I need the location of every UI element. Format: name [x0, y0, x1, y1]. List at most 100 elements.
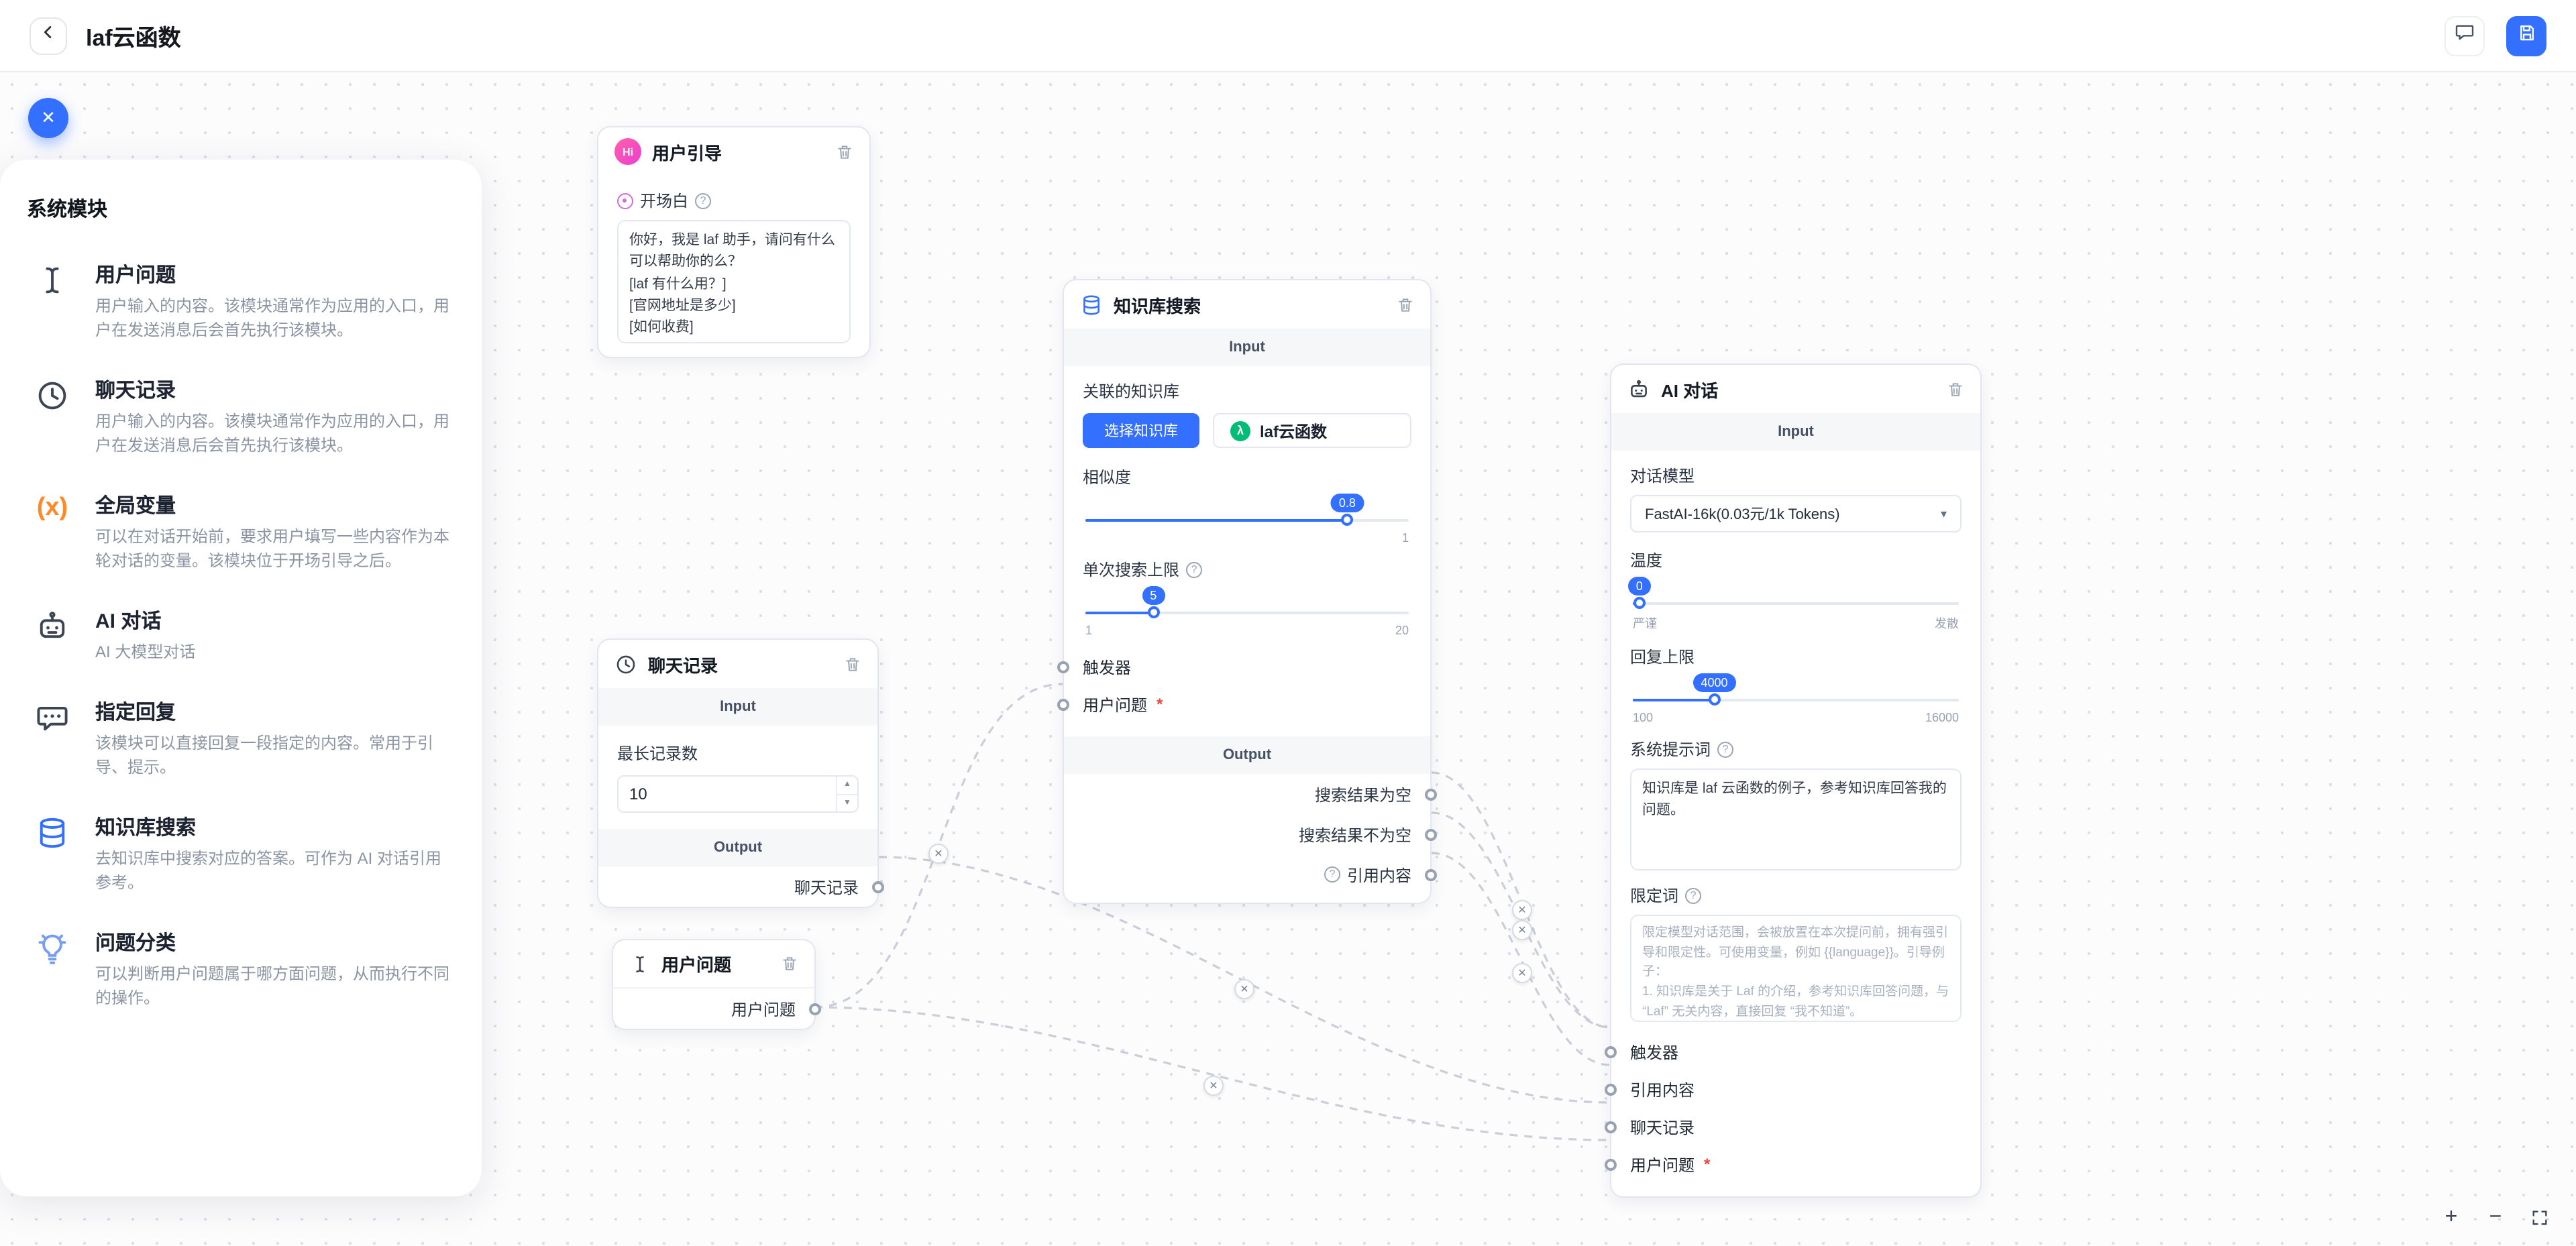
palette-item-kb-search[interactable]: 知识库搜索 去知识库中搜索对应的答案。可作为 AI 对话引用参考。	[27, 813, 455, 895]
palette-item-desc: 可以在对话开始前，要求用户填写一些内容作为本轮对话的变量。该模块位于开场引导之后…	[95, 527, 450, 570]
dataset-tag[interactable]: λ laf云函数	[1213, 413, 1411, 448]
slider-knob[interactable]	[1341, 514, 1354, 526]
slider-min-label: 1	[1085, 624, 1093, 637]
edge-delete-button[interactable]: ✕	[1203, 1076, 1224, 1096]
back-button[interactable]	[30, 17, 67, 54]
zoom-in-button[interactable]: +	[2445, 1206, 2458, 1229]
qualifier-textarea[interactable]	[1630, 915, 1962, 1022]
target-handle[interactable]	[1605, 1121, 1617, 1133]
close-palette-button[interactable]: ✕	[28, 98, 68, 138]
close-icon: ✕	[1517, 924, 1527, 936]
variable-icon: (x)	[36, 494, 68, 522]
required-mark: *	[1704, 1155, 1711, 1174]
palette-item-chat-history[interactable]: 聊天记录 用户输入的内容。该模块通常作为应用的入口，用户在发送消息后会首先执行该…	[27, 376, 455, 457]
node-ai-chat[interactable]: AI 对话 Input 对话模型 FastAI-16k(0.03元/1k Tok…	[1605, 363, 1982, 1198]
node-header: 聊天记录	[598, 640, 877, 688]
target-handle[interactable]	[1605, 1045, 1617, 1058]
node-header: 用户问题	[613, 940, 814, 988]
similarity-slider[interactable]: 0.8	[1085, 494, 1409, 527]
info-icon[interactable]: ?	[1717, 741, 1734, 757]
info-icon[interactable]: ?	[1685, 887, 1702, 903]
palette-item-question-classify[interactable]: 问题分类 可以判断用户问题属于哪方面问题，从而执行不同的操作。	[27, 928, 455, 1010]
target-handle[interactable]	[1605, 1083, 1617, 1095]
target-handle[interactable]	[1057, 698, 1069, 710]
select-dataset-button[interactable]: 选择知识库	[1083, 413, 1199, 448]
step-up-icon[interactable]: ▲	[837, 777, 857, 795]
model-label: 对话模型	[1630, 467, 1695, 486]
palette-title: 系统模块	[27, 199, 108, 221]
node-kb-search[interactable]: 知识库搜索 Input 关联的知识库 选择知识库 λ laf云函数 相似度 0.…	[1057, 279, 1437, 904]
trash-icon[interactable]	[836, 143, 853, 160]
top-bar: laf云函数	[0, 0, 2576, 72]
temperature-slider[interactable]: 0	[1627, 577, 1959, 610]
output-label: 聊天记录	[794, 878, 859, 897]
palette-item-name: 用户问题	[95, 264, 176, 287]
source-handle[interactable]	[1425, 868, 1437, 881]
edge-delete-button[interactable]: ✕	[928, 844, 949, 864]
node-chat-history[interactable]: 聊天记录 Input 最长记录数 ▲ ▼ Output 聊天记录	[597, 638, 884, 908]
slider-max-label: 1	[1401, 531, 1409, 545]
palette-item-user-question[interactable]: 用户问题 用户输入的内容。该模块通常作为应用的入口，用户在发送消息后会首先执行该…	[27, 260, 455, 342]
reply-limit-slider[interactable]: 4000	[1633, 673, 1959, 707]
slider-value-badge: 4000	[1693, 673, 1736, 692]
slider-max-label: 发散	[1934, 617, 1959, 630]
source-handle[interactable]	[1425, 828, 1437, 840]
palette-item-ai-chat[interactable]: AI 对话 AI 大模型对话	[27, 606, 455, 664]
chevron-left-icon	[39, 23, 58, 48]
output-section-header: Output	[598, 829, 877, 866]
bulb-icon	[27, 928, 78, 1010]
info-icon[interactable]: ?	[1186, 561, 1203, 577]
palette-item-name: 聊天记录	[95, 380, 176, 402]
node-user-question[interactable]: 用户问题 用户问题	[612, 939, 821, 1030]
source-handle[interactable]	[809, 1003, 821, 1015]
similarity-label: 相似度	[1083, 468, 1132, 487]
fit-view-button[interactable]	[2528, 1206, 2552, 1230]
model-select[interactable]: FastAI-16k(0.03元/1k Tokens) ▾	[1630, 495, 1962, 532]
palette-item-fixed-reply[interactable]: 指定回复 该模块可以直接回复一段指定的内容。常用于引导、提示。	[27, 697, 455, 779]
output-row-search-not-empty: 搜索结果不为空	[1064, 814, 1437, 854]
edge-delete-button[interactable]: ✕	[1512, 920, 1532, 940]
input-section-header: Input	[598, 688, 877, 726]
output-section-header: Output	[1064, 736, 1430, 774]
feedback-button[interactable]	[2445, 15, 2485, 56]
source-handle[interactable]	[872, 881, 884, 893]
target-handle[interactable]	[1057, 661, 1069, 673]
edge-delete-button[interactable]: ✕	[1234, 979, 1254, 999]
number-input[interactable]	[619, 777, 836, 811]
zoom-out-button[interactable]: −	[2489, 1206, 2502, 1229]
robot-icon	[27, 606, 78, 664]
target-handle[interactable]	[1605, 1158, 1617, 1170]
slider-max-label: 16000	[1925, 711, 1959, 724]
input-label: 用户问题	[1083, 695, 1148, 714]
palette-item-desc: AI 大模型对话	[95, 642, 196, 661]
slider-knob[interactable]	[1633, 597, 1646, 609]
info-icon[interactable]: ?	[695, 192, 712, 209]
source-handle[interactable]	[1425, 788, 1437, 800]
welcome-textarea[interactable]: 你好，我是 laf 助手，请问有什么可以帮助你的么？ [laf 有什么用？] […	[617, 220, 851, 343]
edge-delete-button[interactable]: ✕	[1512, 900, 1532, 920]
trash-icon[interactable]	[1947, 380, 1964, 398]
node-title: 用户引导	[652, 143, 722, 163]
trash-icon[interactable]	[1397, 296, 1414, 313]
slider-knob[interactable]	[1708, 693, 1721, 705]
input-label: 用户问题	[1630, 1155, 1695, 1174]
output-row-user-question: 用户问题	[613, 988, 821, 1029]
info-icon[interactable]: ?	[1324, 866, 1340, 883]
trash-icon[interactable]	[844, 655, 861, 673]
node-title: 知识库搜索	[1114, 296, 1201, 316]
slider-knob[interactable]	[1147, 606, 1160, 618]
robot-icon	[1627, 378, 1650, 400]
node-user-guide[interactable]: Hi 用户引导 开场白 ? 你好，我是 laf 助手，请问有什么可以帮助你的么？…	[597, 126, 871, 358]
close-icon: ✕	[1240, 983, 1249, 995]
required-mark: *	[1157, 695, 1163, 714]
input-row-quote: 引用内容	[1605, 1070, 1962, 1108]
input-row-chat-history: 聊天记录	[1605, 1108, 1962, 1145]
search-limit-slider[interactable]: 5	[1085, 586, 1409, 620]
save-button[interactable]	[2506, 15, 2546, 56]
close-icon: ✕	[1517, 967, 1527, 979]
system-prompt-textarea[interactable]: 知识库是 laf 云函数的例子，参考知识库回答我的问题。	[1630, 769, 1962, 870]
edge-delete-button[interactable]: ✕	[1512, 963, 1532, 983]
step-down-icon[interactable]: ▼	[843, 799, 851, 807]
palette-item-global-variable[interactable]: (x) 全局变量 可以在对话开始前，要求用户填写一些内容作为本轮对话的变量。该模…	[27, 491, 455, 573]
trash-icon[interactable]	[781, 955, 798, 972]
